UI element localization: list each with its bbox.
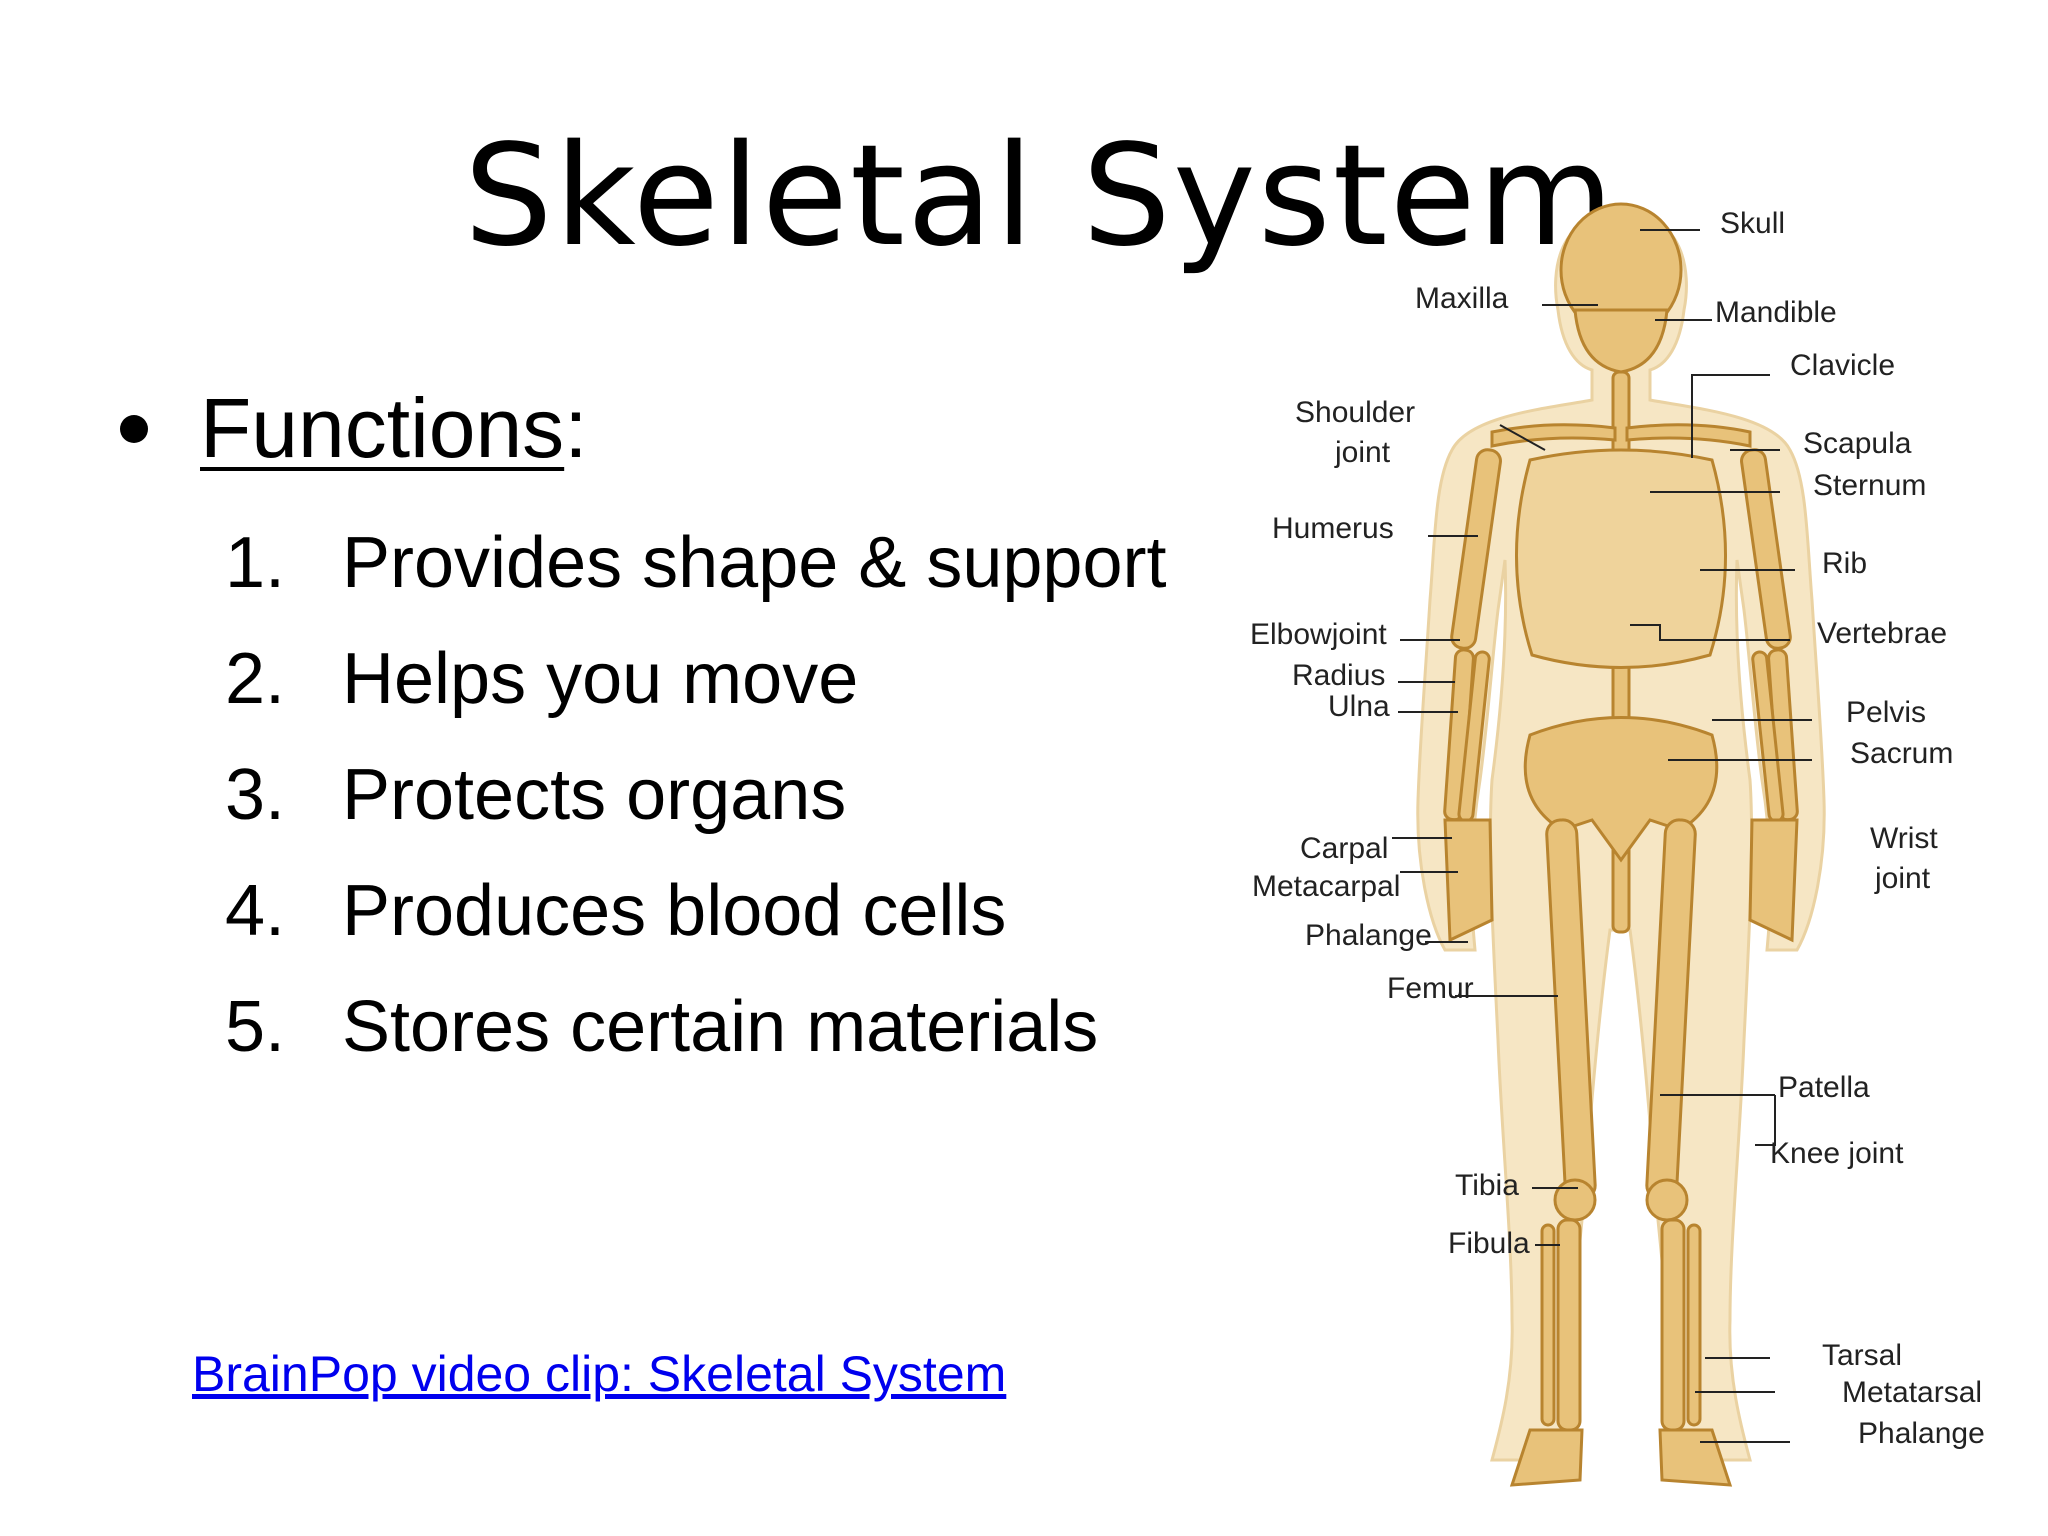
label-sacrum: Sacrum xyxy=(1850,737,1953,770)
label-metatarsal: Metatarsal xyxy=(1842,1376,1982,1409)
label-phalange-foot: Phalange xyxy=(1858,1417,1985,1450)
label-wrist-joint-2: joint xyxy=(1874,862,1931,895)
leader-lines xyxy=(1392,229,1812,1443)
list-number: 5. xyxy=(225,987,286,1067)
list-item: 1. Provides shape & support xyxy=(225,505,1166,621)
functions-bullet: Functions: xyxy=(120,380,588,477)
bullet-dot-icon xyxy=(120,414,148,443)
functions-list: 1. Provides shape & support 2. Helps you m… xyxy=(225,505,1166,1085)
list-text: Protects organs xyxy=(342,755,847,835)
label-fibula: Fibula xyxy=(1448,1227,1530,1260)
list-text: Produces blood cells xyxy=(342,871,1007,951)
list-text: Helps you move xyxy=(342,639,859,719)
list-number: 3. xyxy=(225,755,286,835)
list-item: 2. Helps you move xyxy=(225,621,1166,737)
label-clavicle: Clavicle xyxy=(1790,349,1895,382)
label-knee-joint: Knee joint xyxy=(1770,1137,1904,1170)
label-rib: Rib xyxy=(1822,547,1867,580)
functions-colon: : xyxy=(564,381,588,475)
skeleton-illustration xyxy=(1416,202,1826,1487)
label-carpal: Carpal xyxy=(1300,832,1388,865)
label-femur: Femur xyxy=(1387,972,1474,1005)
label-patella: Patella xyxy=(1778,1071,1870,1104)
label-shoulder-joint-2: joint xyxy=(1334,436,1391,469)
skeleton-diagram: Skull Maxilla Mandible Clavicle Shoulder… xyxy=(1230,160,2030,1500)
label-skull: Skull xyxy=(1720,207,1785,240)
list-text: Provides shape & support xyxy=(342,523,1167,603)
label-vertebrae: Vertebrae xyxy=(1817,617,1947,650)
list-number: 2. xyxy=(225,639,286,719)
label-phalange-hand: Phalange xyxy=(1305,919,1432,952)
list-item: 4. Produces blood cells xyxy=(225,853,1166,969)
label-sternum: Sternum xyxy=(1813,469,1926,502)
slide-title: Skeletal System xyxy=(463,115,1617,278)
list-number: 1. xyxy=(225,523,286,603)
label-scapula: Scapula xyxy=(1803,427,1912,460)
label-metacarpal: Metacarpal xyxy=(1252,870,1400,903)
label-maxilla: Maxilla xyxy=(1415,282,1509,315)
skeleton-svg: Skull Maxilla Mandible Clavicle Shoulder… xyxy=(1250,202,1985,1487)
diagram-labels: Skull Maxilla Mandible Clavicle Shoulder… xyxy=(1250,207,1985,1450)
label-elbow-joint: Elbowjoint xyxy=(1250,618,1387,651)
label-radius: Radius xyxy=(1292,659,1385,692)
label-ulna: Ulna xyxy=(1328,690,1390,723)
label-pelvis: Pelvis xyxy=(1846,696,1926,729)
list-number: 4. xyxy=(225,871,286,951)
brainpop-video-link[interactable]: BrainPop video clip: Skeletal System xyxy=(192,1346,1007,1402)
list-item: 3. Protects organs xyxy=(225,737,1166,853)
label-mandible: Mandible xyxy=(1715,296,1837,329)
label-shoulder-joint: Shoulder xyxy=(1295,396,1415,429)
list-text: Stores certain materials xyxy=(342,987,1099,1067)
label-humerus: Humerus xyxy=(1272,512,1394,545)
list-item: 5. Stores certain materials xyxy=(225,969,1166,1085)
label-tarsal: Tarsal xyxy=(1822,1339,1902,1372)
label-wrist-joint: Wrist xyxy=(1870,822,1938,855)
label-tibia: Tibia xyxy=(1455,1169,1519,1202)
functions-heading: Functions xyxy=(200,381,565,475)
